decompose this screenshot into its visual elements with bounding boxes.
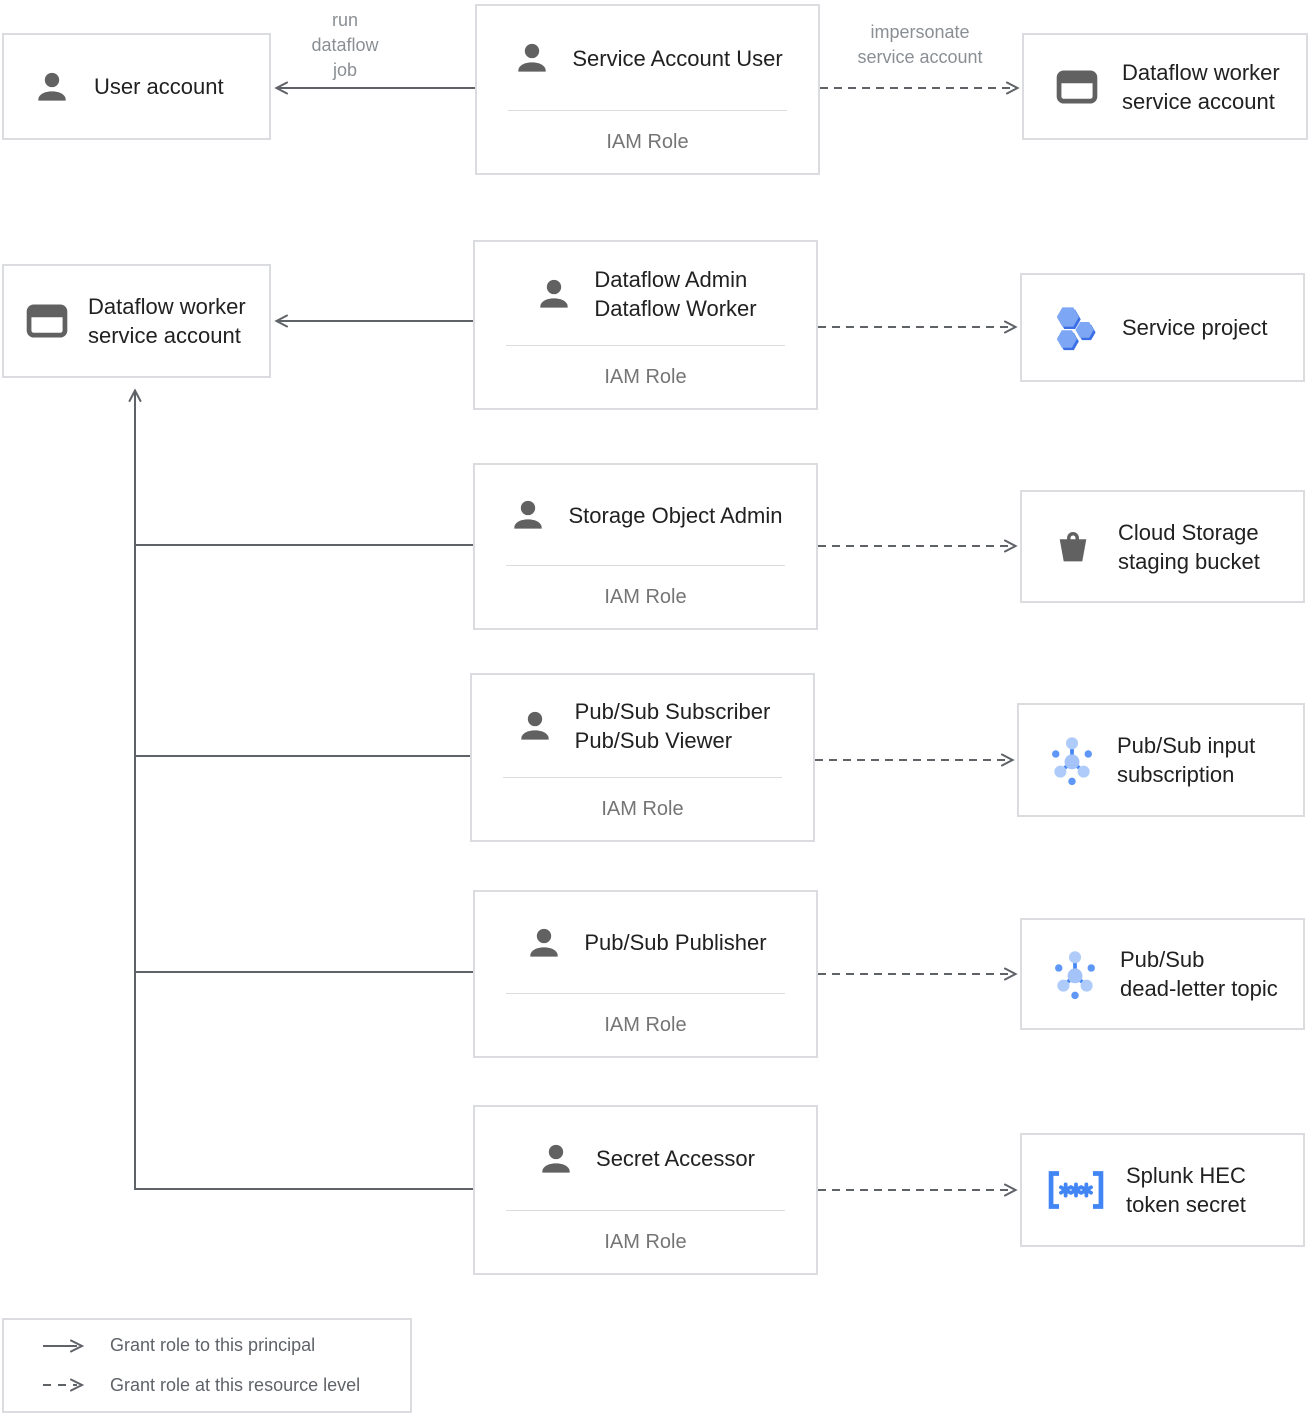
pubsub-deadletter-topic-node: Pub/Sub dead-letter topic [1020,918,1305,1030]
iam-role-label: IAM Role [604,1230,687,1253]
divider [506,345,785,346]
user-account-node: User account [2,33,271,140]
dataflow-worker-sa-top-line2: service account [1122,88,1275,114]
cloud-storage-bucket-node: Cloud Storage staging bucket [1020,490,1305,603]
storage-object-admin-node: Storage Object Admin IAM Role [473,463,818,630]
splunk-hec-secret-line2: token secret [1126,1192,1246,1217]
pubsub-subscriber-line1: Pub/Sub Subscriber [574,699,771,724]
service-project-label: Service project [1122,315,1268,340]
person-icon [520,711,549,740]
service-account-user-title: Service Account User [572,45,783,71]
iam-role-label: IAM Role [604,585,687,608]
secret-accessor-node: Secret Accessor IAM Role [473,1105,818,1275]
pubsub-deadletter-topic-line2: dead-letter topic [1120,976,1278,1001]
person-icon [542,1144,570,1173]
iam-role-label: IAM Role [604,365,687,388]
splunk-hec-secret-line1: Splunk HEC [1126,1163,1246,1188]
project-hexagons-icon [1056,306,1096,350]
pubsub-subscriber-line2: Pub/Sub Viewer [574,728,733,753]
dataflow-admin-node: Dataflow Admin Dataflow Worker IAM Role [473,240,818,410]
legend: Grant role to this principal Grant role … [2,1318,412,1413]
legend-row-dashed: Grant role at this resource level [4,1370,410,1402]
pubsub-subscriber-node: Pub/Sub Subscriber Pub/Sub Viewer IAM Ro… [470,673,815,842]
legend-row-solid: Grant role to this principal [4,1330,410,1362]
person-icon [518,43,547,72]
legend-dashed-label: Grant role at this resource level [110,1374,361,1395]
dataflow-worker-sa-top-node: Dataflow worker service account [1022,33,1308,140]
pubsub-input-subscription-line2: subscription [1117,762,1235,787]
dataflow-worker-sa-left-line2: service account [88,323,241,348]
dataflow-worker-sa-top-line1: Dataflow worker [1122,59,1280,85]
service-account-card-icon [26,304,68,338]
iam-role-label: IAM Role [601,797,684,820]
pubsub-icon [1055,951,1095,1000]
secret-accessor-title: Secret Accessor [596,1146,755,1171]
pubsub-input-subscription-node: Pub/Sub input subscription [1017,703,1305,817]
storage-bucket-icon [1059,531,1087,561]
pubsub-publisher-node: Pub/Sub Publisher IAM Role [473,890,818,1058]
pubsub-deadletter-topic-line1: Pub/Sub [1120,947,1205,972]
person-icon [514,500,543,529]
secret-manager-icon [1048,1171,1104,1209]
pubsub-input-subscription-line1: Pub/Sub input [1117,733,1256,758]
storage-object-admin-title: Storage Object Admin [568,502,783,528]
person-icon [540,279,569,308]
dataflow-admin-line1: Dataflow Admin [594,266,748,292]
user-account-label: User account [94,74,224,99]
divider [508,110,787,111]
edge-trunk-to-worker-sa [128,388,473,1190]
pubsub-publisher-title: Pub/Sub Publisher [584,930,767,955]
dataflow-admin-line2: Dataflow Worker [594,295,757,321]
service-account-user-node: Service Account User IAM Role [475,4,820,175]
iam-role-label: IAM Role [604,1013,687,1036]
service-project-node: Service project [1020,273,1305,382]
divider [506,1210,785,1211]
dataflow-worker-sa-left-line1: Dataflow worker [88,294,246,319]
service-account-card-icon [1056,69,1098,104]
cloud-storage-bucket-line2: staging bucket [1118,548,1260,574]
solid-arrow-icon [43,1339,85,1353]
legend-solid-label: Grant role to this principal [110,1335,316,1356]
divider [506,565,785,566]
person-icon [530,928,559,957]
divider [506,993,785,994]
person-icon [38,72,66,101]
cloud-storage-bucket-line1: Cloud Storage [1118,519,1259,545]
iam-role-label: IAM Role [606,130,689,153]
splunk-hec-secret-node: Splunk HEC token secret [1020,1133,1305,1247]
dataflow-worker-sa-left-node: Dataflow worker service account [2,264,271,378]
pubsub-icon [1052,737,1092,786]
impersonate-label: impersonate service account [857,22,983,67]
dashed-arrow-icon [43,1378,85,1392]
divider [503,777,782,778]
run-dataflow-job-label: run dataflow job [311,10,379,80]
